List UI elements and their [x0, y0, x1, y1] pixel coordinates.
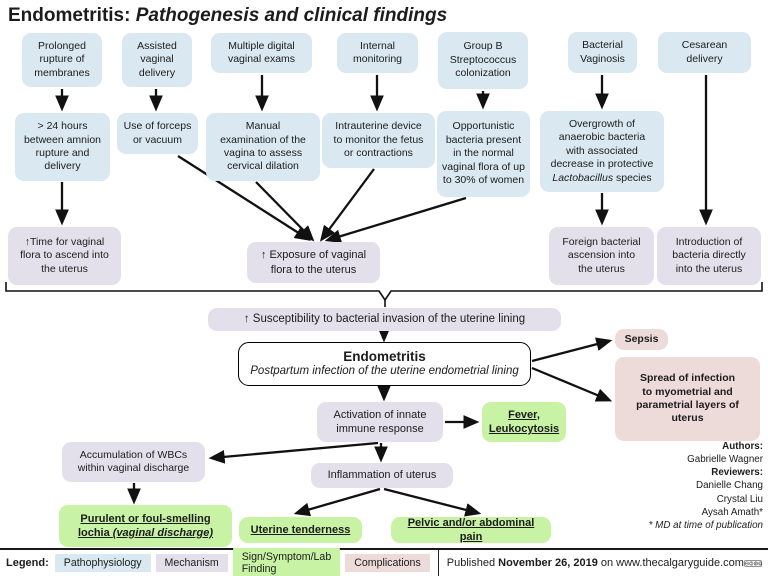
- footer-divider: [437, 550, 439, 576]
- lochia-italic: (vaginal discharge): [112, 527, 214, 539]
- box-fever-leukocytosis: Fever, Leukocytosis: [482, 402, 566, 442]
- title-main: Endometritis:: [8, 5, 136, 26]
- overgrowth-text: Overgrowth of anaerobic bacteria with as…: [551, 118, 654, 185]
- legend-label: Legend:: [6, 557, 49, 569]
- endometritis-subtitle: Postpartum infection of the uterine endo…: [250, 364, 519, 377]
- box-cesarean-delivery: Cesarean delivery: [658, 32, 751, 73]
- lochia-text: Purulent or foul-smelling lochia (vagina…: [78, 512, 213, 540]
- reviewer-name: Aysah Amath*: [701, 506, 763, 518]
- box-uterine-tenderness: Uterine tenderness: [239, 517, 362, 543]
- overgrowth-lactobacillus: Lactobacillus: [552, 171, 614, 184]
- legend-pathophysiology: Pathophysiology: [54, 554, 151, 572]
- box-introduction-bacteria: Introduction of bacteria directly into t…: [657, 227, 761, 285]
- svg-text:$: $: [755, 563, 757, 565]
- published-prefix: Published: [446, 557, 499, 569]
- box-assisted-vaginal-delivery: Assisted vaginal delivery: [122, 33, 192, 87]
- box-susceptibility: ↑ Susceptibility to bacterial invasion o…: [208, 308, 561, 331]
- box-anaerobic-overgrowth: Overgrowth of anaerobic bacteria with as…: [540, 111, 664, 192]
- box-internal-monitoring: Internal monitoring: [337, 33, 418, 73]
- box-gbs-colonization: Group B Streptococcus colonization: [438, 32, 528, 89]
- published-line: Published November 26, 2019 on www.theca…: [447, 557, 744, 569]
- endometritis-title: Endometritis: [343, 349, 426, 365]
- box-opportunistic-bacteria: Opportunistic bacteria present in the no…: [437, 111, 530, 197]
- cc-license-badge: cc $: [744, 559, 762, 567]
- legend-bar: Legend: Pathophysiology Mechanism Sign/S…: [0, 548, 768, 576]
- reviewers-heading: Reviewers:: [711, 467, 763, 479]
- box-manual-examination: Manual examination of the vagina to asse…: [206, 113, 320, 181]
- legend-complications: Complications: [345, 554, 430, 572]
- box-innate-immune: Activation of innate immune response: [317, 402, 443, 442]
- reviewer-name: Danielle Chang: [696, 480, 763, 492]
- lochia-pre: Purulent or foul-smelling lochia: [77, 512, 211, 539]
- box-prolonged-rupture: Prolonged rupture of membranes: [22, 33, 102, 87]
- box-bacterial-vaginosis: Bacterial Vaginosis: [568, 32, 637, 73]
- legend-sign-symptom: Sign/Symptom/Lab Finding: [232, 548, 341, 576]
- box-sepsis: Sepsis: [615, 329, 668, 350]
- overgrowth-pre: Overgrowth of anaerobic bacteria with as…: [550, 117, 654, 171]
- box-spread-infection: Spread of infection to myometrial and pa…: [615, 357, 760, 441]
- credits-footnote: * MD at time of publication: [648, 519, 763, 531]
- author-name: Gabrielle Wagner: [687, 454, 763, 466]
- reviewer-name: Crystal Liu: [716, 493, 763, 505]
- box-endometritis: Endometritis Postpartum infection of the…: [238, 342, 531, 386]
- box-multiple-digital-exams: Multiple digital vaginal exams: [211, 33, 312, 73]
- box-foreign-ascension: Foreign bacterial ascension into the ute…: [549, 227, 654, 285]
- box-pelvic-pain: Pelvic and/or abdominal pain: [391, 517, 551, 543]
- box-inflammation-uterus: Inflammation of uterus: [311, 463, 453, 488]
- box-purulent-lochia: Purulent or foul-smelling lochia (vagina…: [59, 505, 232, 547]
- authors-heading: Authors:: [722, 441, 763, 452]
- credits: Authors: Gabrielle Wagner Reviewers: Dan…: [593, 440, 763, 532]
- box-time-vaginal-flora: ↑Time for vaginal flora to ascend into t…: [8, 227, 121, 285]
- brace: [5, 282, 763, 307]
- box-24-hours: > 24 hours between amnion rupture and de…: [15, 113, 110, 181]
- published-url: on www.thecalgaryguide.com: [597, 557, 744, 569]
- overgrowth-post: species: [613, 171, 652, 184]
- svg-text:cc: cc: [746, 563, 749, 565]
- published-date: November 26, 2019: [498, 557, 598, 569]
- title-subtitle: Pathogenesis and clinical findings: [135, 5, 448, 26]
- box-exposure-vaginal-flora: ↑ Exposure of vaginal flora to the uteru…: [247, 242, 380, 283]
- page-title: Endometritis: Pathogenesis and clinical …: [8, 5, 447, 27]
- box-wbc-accumulation: Accumulation of WBCs within vaginal disc…: [62, 442, 205, 482]
- box-intrauterine-device: Intrauterine device to monitor the fetus…: [322, 113, 435, 168]
- legend-mechanism: Mechanism: [155, 554, 228, 572]
- box-forceps-vacuum: Use of forceps or vacuum: [117, 113, 198, 154]
